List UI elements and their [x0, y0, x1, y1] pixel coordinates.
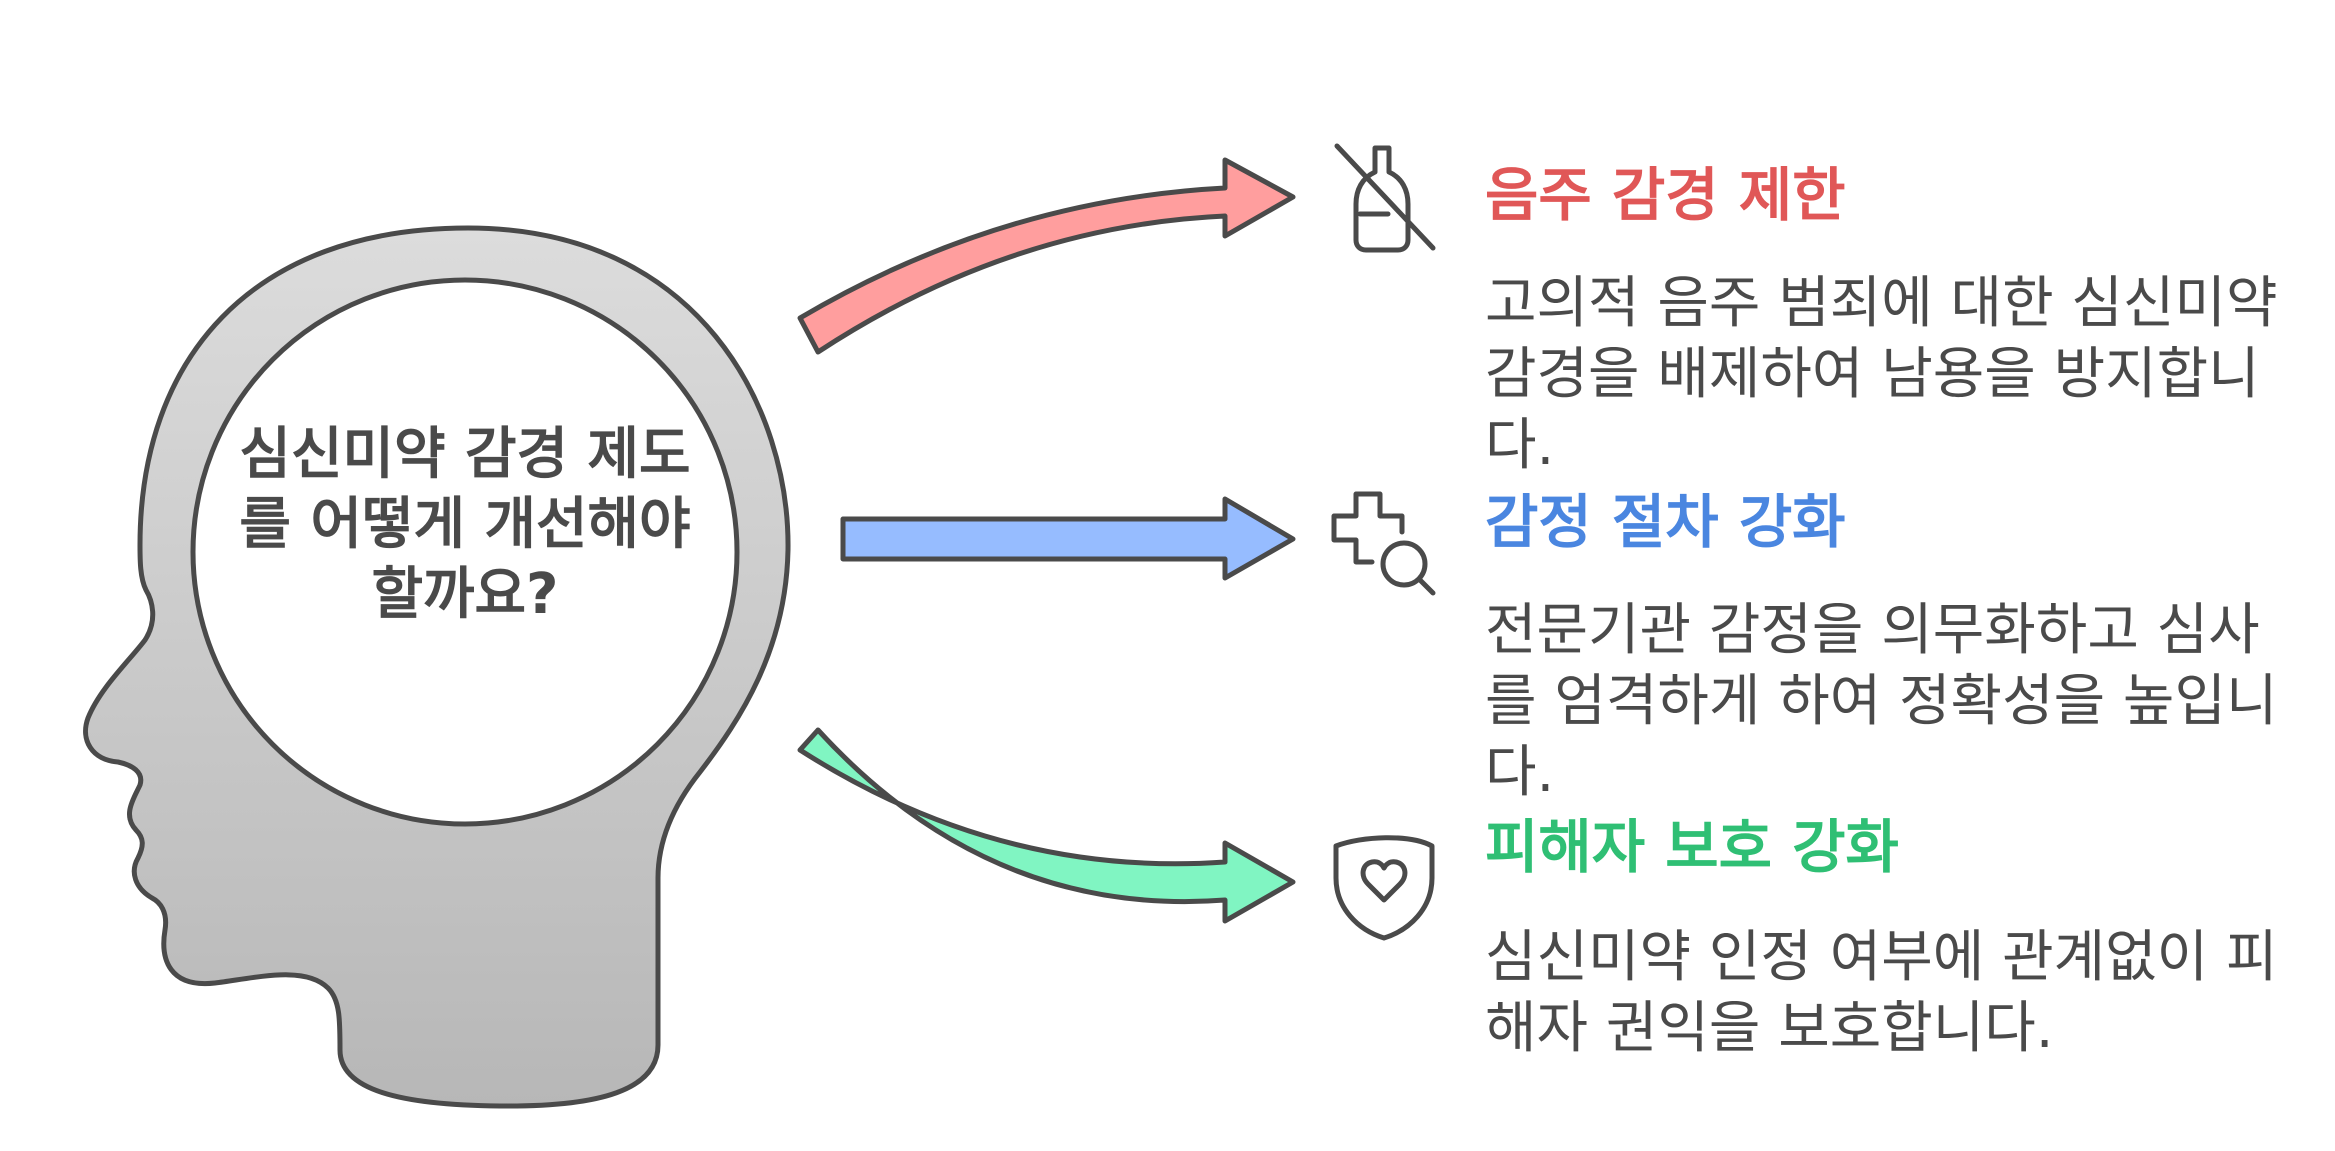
item-desc-alcohol-limit: 고의적 음주 범죄에 대한 심신미약 감경을 배제하여 남용을 방지합니다. — [1485, 271, 2278, 478]
shield-heart-icon — [1333, 835, 1435, 941]
item-title-evaluation: 감정 절차 강화 — [1485, 488, 1846, 556]
item-title-alcohol-limit: 음주 감경 제한 — [1485, 161, 1846, 229]
thought-circle — [190, 277, 740, 827]
central-question: 심신미약 감경 제도를 어떻게 개선해야 할까요? — [239, 422, 691, 627]
arrow-to-victim-protection — [797, 727, 1296, 924]
item-title-victim-protection: 피해자 보호 강화 — [1485, 813, 1899, 881]
item-desc-victim-protection: 심신미약 인정 여부에 관계없이 피해자 권익을 보호합니다. — [1485, 925, 2278, 1061]
arrow-to-alcohol-limit — [797, 157, 1296, 355]
arrow-to-evaluation — [840, 496, 1296, 581]
no-alcohol-icon — [1334, 143, 1436, 253]
medical-search-icon — [1331, 491, 1436, 596]
item-desc-evaluation: 전문기관 감정을 의무화하고 심사를 엄격하게 하여 정확성을 높입니다. — [1485, 598, 2278, 805]
